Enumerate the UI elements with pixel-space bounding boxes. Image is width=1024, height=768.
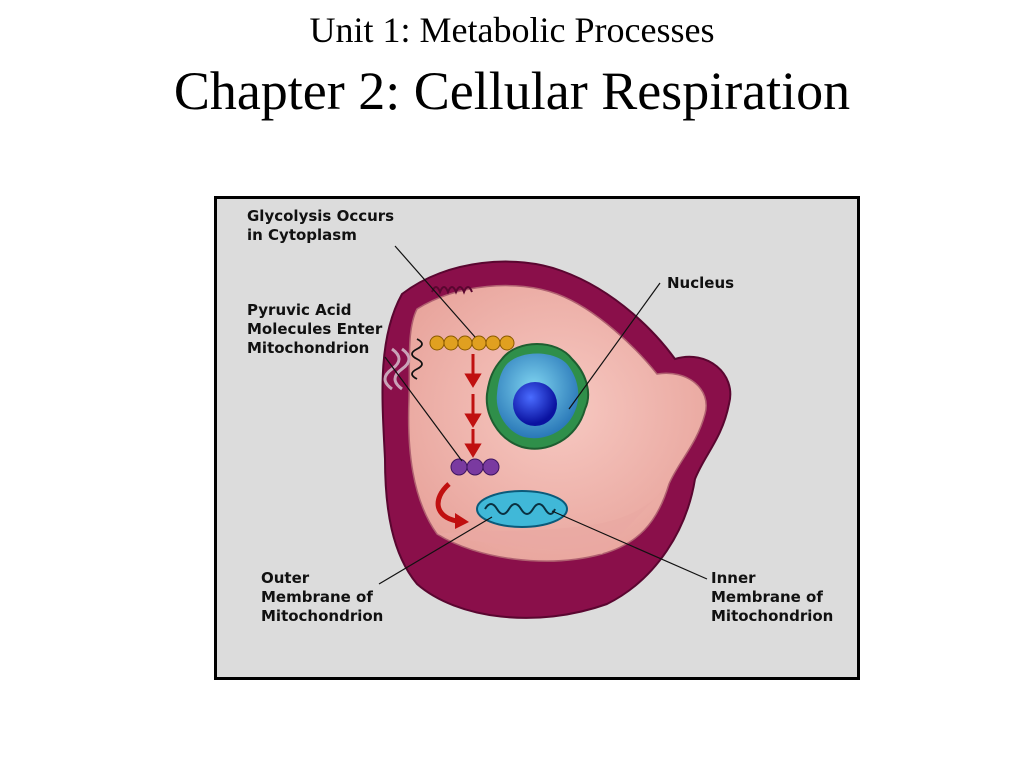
label-inner-membrane: Inner Membrane of Mitochondrion [711,569,834,625]
pyruvate-bead [450,458,468,476]
glucose-bead [457,335,473,351]
label-pyruvic-acid: Pyruvic Acid Molecules Enter Mitochondri… [247,301,383,357]
curved-arrow-head [455,513,469,529]
nucleolus [513,382,557,426]
glucose-bead [485,335,501,351]
glucose-bead [429,335,445,351]
process-arrows [464,354,482,458]
glucose-bead [471,335,487,351]
leader-lines [378,245,708,585]
label-nucleus: Nucleus [667,274,735,292]
glucose-bead [499,335,515,351]
membrane-ridges [431,286,473,295]
label-outer-membrane: Outer Membrane of Mitochondrion [261,569,384,625]
glucose-chain [429,335,515,351]
pyruvate-chain [450,458,500,476]
endoplasmic-folds [383,347,411,391]
coil-glyph [411,338,423,380]
label-glycolysis: Glycolysis Occurs in Cytoplasm [247,207,395,244]
cell-respiration-diagram: Glycolysis Occurs in Cytoplasm Pyruvic A… [214,196,860,680]
glucose-bead [443,335,459,351]
cell-illustration [378,245,732,619]
mitochondrion [476,490,568,528]
unit-title: Unit 1: Metabolic Processes [309,10,715,50]
curved-arrow [435,482,458,524]
pyruvate-bead [482,458,500,476]
chapter-title: Chapter 2: Cellular Respiration [173,61,851,121]
pyruvate-bead [466,458,484,476]
